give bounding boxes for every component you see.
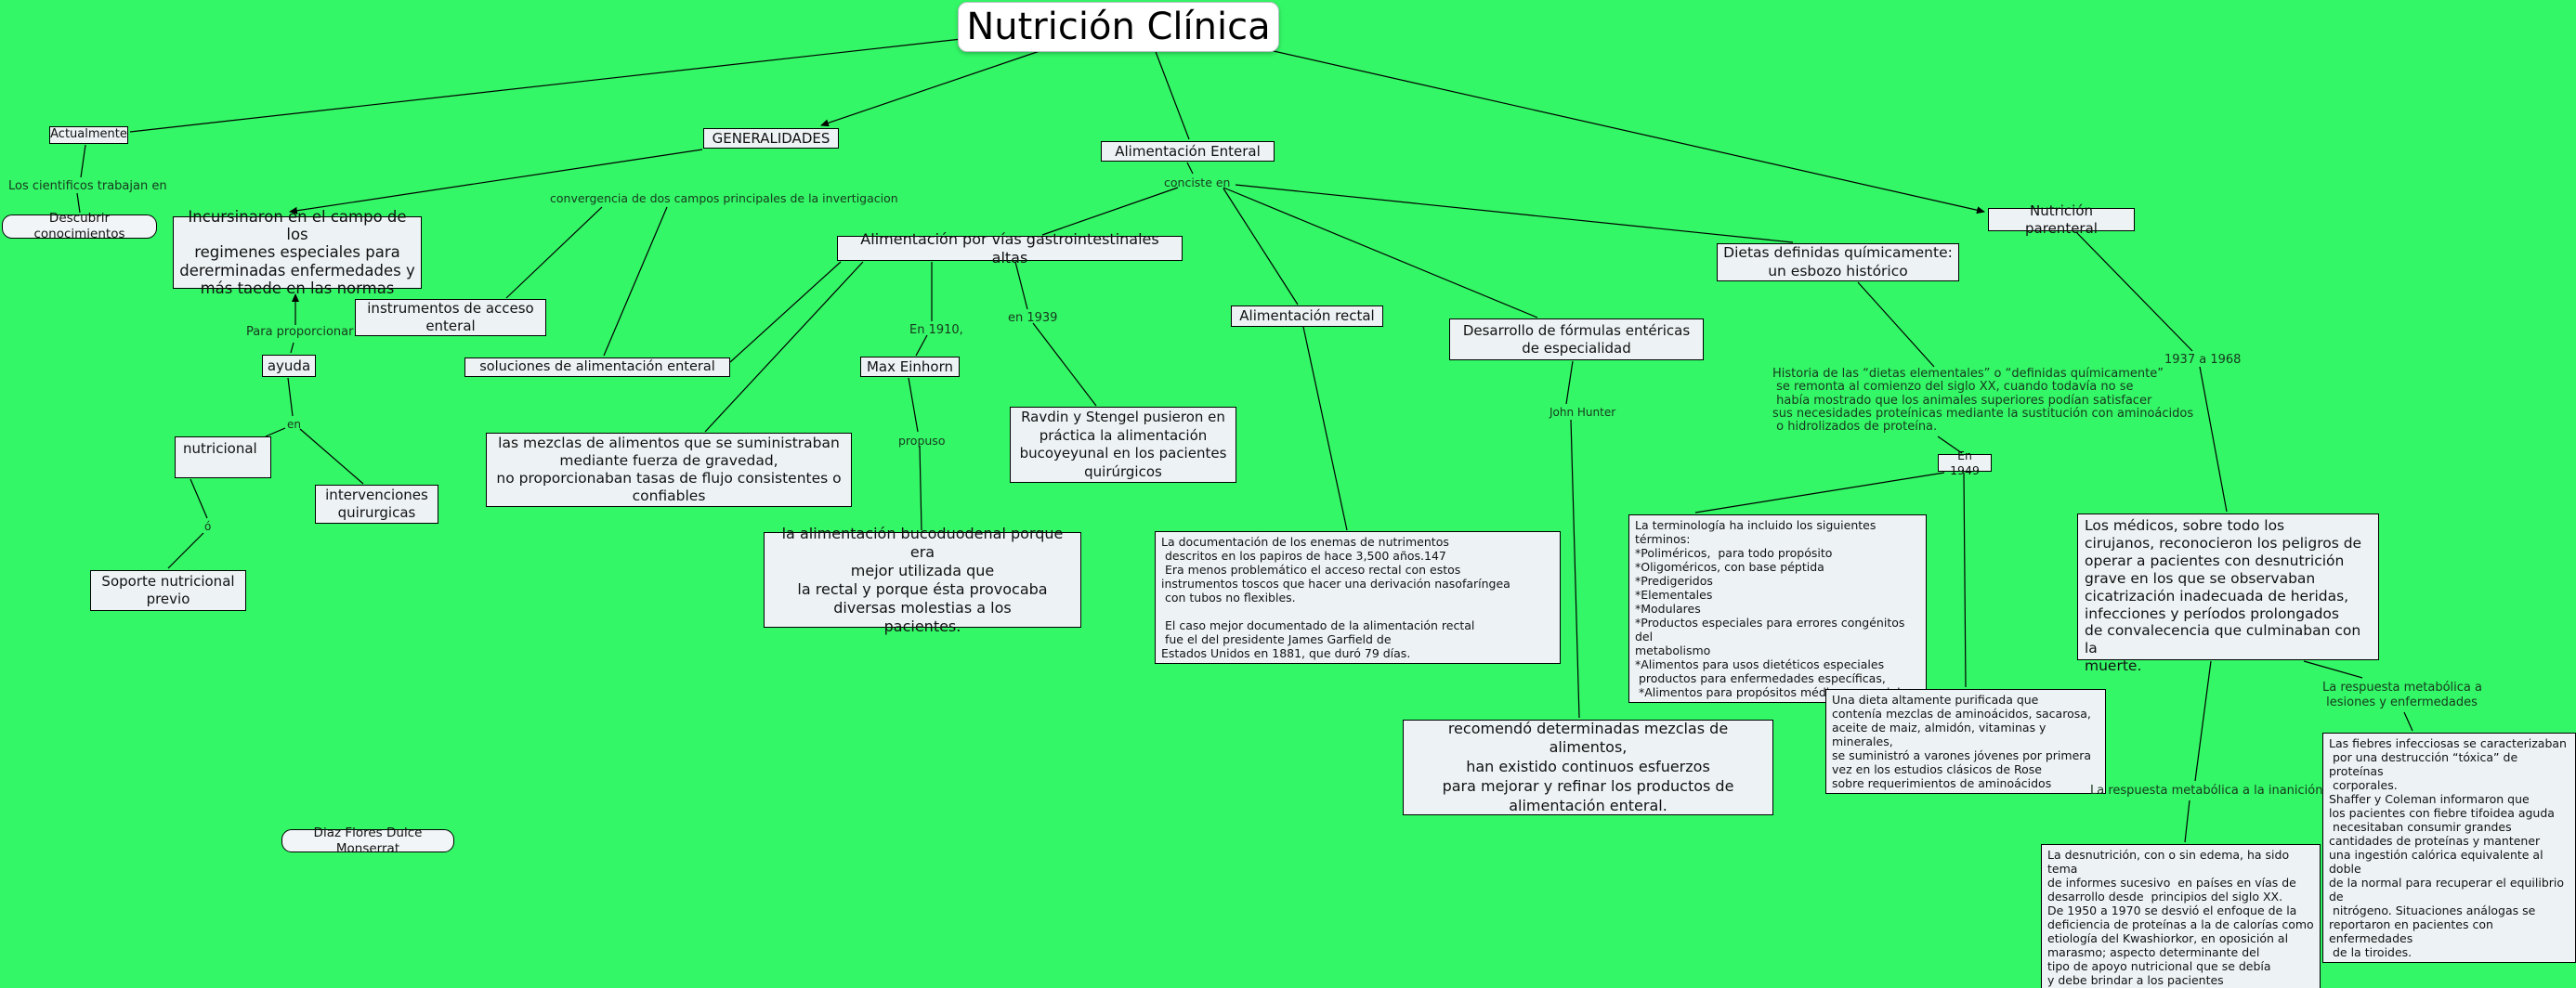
concept-dietas-definidas[interactable]: Dietas definidas químicamente: un esbozo… [1717, 243, 1959, 281]
edge-medicos-lesiones [2303, 660, 2363, 679]
link-label-conciste-en[interactable]: conciste en [1164, 176, 1231, 189]
edge-lesiones-fiebres [2403, 711, 2413, 732]
concept-desarrollo-formulas[interactable]: Desarrollo de fórmulas entéricas de espe… [1449, 318, 1704, 360]
link-label-1937-1968[interactable]: 1937 a 1968 [2164, 353, 2242, 367]
edge-title-alim-enteral [1154, 48, 1190, 140]
concept-desnutricion[interactable]: La desnutrición, con o sin edema, ha sid… [2041, 844, 2321, 988]
edge-nutricional-o [190, 478, 208, 519]
edge-convergencia-instrumentos [505, 206, 603, 299]
concept-terminologia[interactable]: La terminología ha incluido los siguient… [1628, 514, 1927, 703]
concept-nutricional[interactable]: nutricional [175, 436, 271, 478]
concept-intervenciones[interactable]: intervenciones quirurgicas [315, 485, 438, 524]
concept-incursionaron[interactable]: Incursinaron en el campo de los regimene… [173, 208, 422, 297]
edge-generalidades-incursionaron [289, 149, 703, 214]
edge-en-intervenciones [299, 428, 364, 485]
concept-instrumentos-acceso[interactable]: instrumentos de acceso enteral [355, 299, 546, 336]
concept-descubrir-conocimientos[interactable]: Descubrir conocimientos [2, 211, 157, 241]
edge-vias-mezclas [704, 261, 864, 433]
edge-conciste-rectal [1223, 188, 1299, 306]
edge-conciste-desarrollo [1223, 187, 1538, 318]
edge-enteral-conciste [1186, 162, 1194, 175]
edge-desarrollo-hunter [1565, 360, 1574, 405]
edge-einhorn-propuso [908, 377, 919, 433]
link-label-en[interactable]: en [287, 418, 301, 431]
link-label-convergencia[interactable]: convergencia de dos campos principales d… [550, 191, 898, 205]
edge-vias-en1939 [1014, 261, 1028, 310]
concept-alimentacion-enteral[interactable]: Alimentación Enteral [1101, 141, 1275, 162]
edge-historia-en1949 [1937, 436, 1963, 454]
edge-en1939-ravdin [1032, 322, 1097, 407]
concept-bucoduodenal[interactable]: la alimentación bucoduodenal porque era … [764, 525, 1081, 635]
link-label-cientificos[interactable]: Los cientificos trabajan en [8, 179, 167, 193]
edge-actualmente-label [80, 144, 86, 178]
edge-en1949-unadieta [1963, 472, 1967, 688]
edge-title-actualmente [129, 38, 962, 133]
map-title[interactable]: Nutrición Clínica [958, 2, 1279, 52]
concept-fiebres-infecciosas[interactable]: Las fiebres infecciosas se caracterizaba… [2322, 733, 2576, 963]
concept-los-medicos[interactable]: Los médicos, sobre todo los cirujanos, r… [2077, 514, 2379, 674]
edge-vias-soluciones [729, 261, 842, 363]
edge-ayuda-en [287, 377, 294, 417]
edge-label-descubrir [76, 192, 81, 214]
edge-para-ayuda [290, 342, 294, 354]
edge-rectal-doc [1302, 326, 1348, 531]
concept-soporte-nutricional[interactable]: Soporte nutricional previo [90, 570, 246, 611]
link-label-en1939[interactable]: en 1939 [1008, 311, 1058, 325]
edge-inanicion-desnutricion [2184, 800, 2190, 843]
concept-mezclas-alimentos[interactable]: las mezclas de alimentos que se suminist… [486, 433, 852, 507]
edge-title-parenteral [1244, 44, 1985, 214]
edge-en1949-terminologia [1694, 472, 1945, 514]
concept-soluciones[interactable]: soluciones de alimentación enteral [464, 358, 730, 377]
concept-alimentacion-vias-altas[interactable]: Alimentación por vías gastrointestinales… [837, 230, 1183, 266]
link-label-en1910[interactable]: En 1910, [909, 323, 963, 337]
edge-conciste-dietas [1235, 184, 1794, 243]
edge-en1910-einhorn [915, 334, 928, 357]
concept-max-einhorn[interactable]: Max Einhorn [860, 357, 960, 377]
edge-hunter-recomendo [1570, 419, 1580, 719]
link-label-o[interactable]: ó [204, 520, 212, 533]
edge-convergencia-soluciones [603, 206, 668, 357]
edge-propuso-bucoduodenal [919, 445, 922, 531]
link-label-para-proporcionar[interactable]: Para proporcionar [246, 325, 354, 339]
edge-dietas-historia [1857, 281, 1935, 368]
link-label-propuso[interactable]: propuso [898, 434, 946, 448]
concept-actualmente[interactable]: Actualmente [49, 126, 128, 144]
link-label-john-hunter[interactable]: John Hunter [1550, 406, 1616, 419]
author-badge[interactable]: Diaz Flores Dulce Monserrat [281, 826, 454, 856]
concept-alimentacion-rectal[interactable]: Alimentación rectal [1231, 306, 1383, 327]
edge-en-nutricional [265, 427, 286, 437]
concept-generalidades[interactable]: GENERALIDADES [703, 128, 839, 149]
concept-recomendo-mezclas[interactable]: recomendó determinadas mezclas de alimen… [1403, 720, 1773, 815]
edge-1937-medicos [2199, 366, 2228, 513]
concept-una-dieta-purificada[interactable]: Una dieta altamente purificada que conte… [1825, 689, 2106, 794]
link-label-respuesta-lesiones[interactable]: La respuesta metabólica a lesiones y enf… [2322, 681, 2482, 709]
concept-rectal-documentacion[interactable]: La documentación de los enemas de nutrim… [1155, 531, 1561, 664]
concept-en-1949[interactable]: En 1949 [1938, 448, 1992, 477]
link-label-historia-dietas[interactable]: Historia de las “dietas elementales” o “… [1772, 367, 2194, 435]
concept-ayuda[interactable]: ayuda [262, 355, 316, 377]
link-label-respuesta-inanicion[interactable]: La respuesta metabólica a la inanición [2090, 784, 2323, 798]
concept-ravdin-stengel[interactable]: Ravdin y Stengel pusieron en práctica la… [1010, 407, 1236, 483]
edge-title-generalidades [820, 48, 1046, 127]
edge-conciste-vias [1041, 187, 1179, 236]
edge-o-soporte [167, 532, 204, 569]
concept-nutricion-parenteral[interactable]: Nutrición parenteral [1988, 202, 2135, 237]
edge-medicos-inanicion [2194, 660, 2212, 782]
edge-parenteral-1937 [2075, 231, 2193, 352]
